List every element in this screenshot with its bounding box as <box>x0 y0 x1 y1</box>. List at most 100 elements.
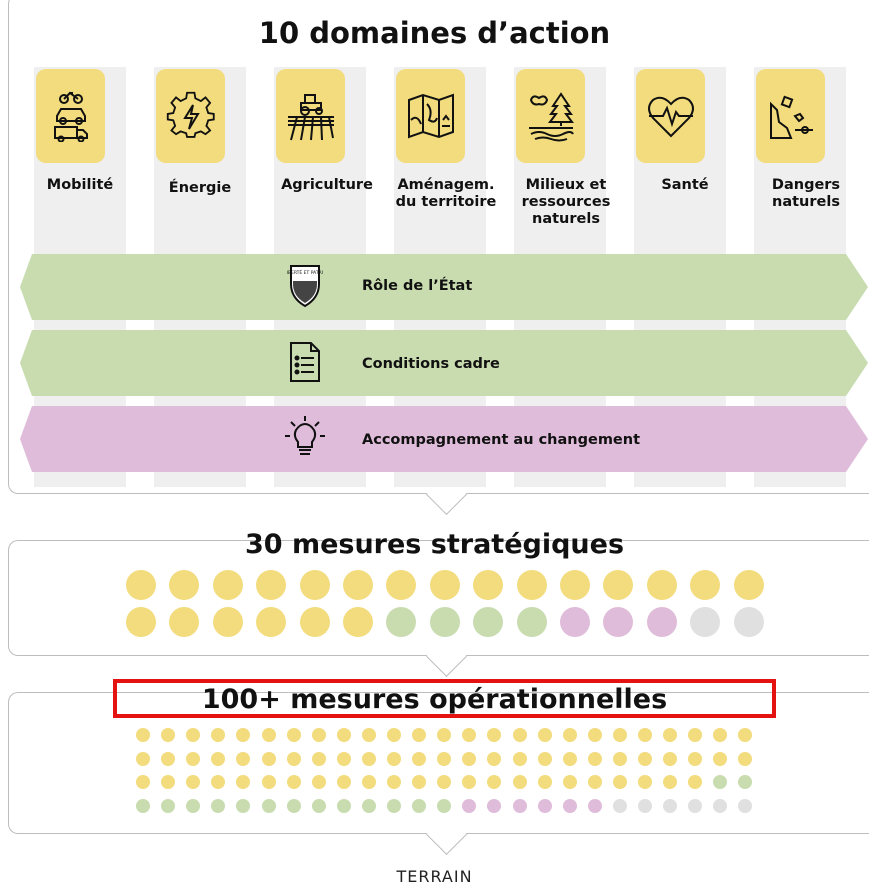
operational-measure-dot-green <box>412 798 427 813</box>
operational-measure-dot-green <box>387 798 401 813</box>
operational-measure-dot-yellow <box>462 751 477 766</box>
operational-measure-dot-yellow <box>713 751 728 766</box>
operational-measure-dot-yellow <box>512 775 527 789</box>
strategic-measure-dot-green <box>516 607 547 637</box>
operational-measure-dot-yellow <box>387 728 401 742</box>
operational-measure-dot-yellow <box>286 751 301 766</box>
operational-measure-dot-yellow <box>512 751 527 766</box>
band-role-etat <box>20 254 868 320</box>
operational-measure-dot-yellow <box>336 728 351 742</box>
operational-measure-dot-pink <box>537 798 552 813</box>
map-icon <box>396 69 465 163</box>
operational-measure-dot-yellow <box>587 775 602 789</box>
operational-measure-dot-green <box>713 775 728 789</box>
operational-measure-dot-yellow <box>311 751 326 766</box>
strategic-measure-dot-yellow <box>299 570 330 600</box>
strategic-measure-dot-yellow <box>212 570 243 600</box>
strategic-measure-dot-yellow <box>733 570 764 600</box>
domain-label: Aménagem. du territoire <box>395 177 497 210</box>
operational-measure-dot-yellow <box>161 728 176 742</box>
document-list-icon <box>287 340 323 384</box>
mobility-icon <box>36 69 105 163</box>
operational-measure-dot-yellow <box>336 775 351 789</box>
band-label: Conditions cadre <box>362 356 500 372</box>
domain-label: Mobilité <box>46 177 114 193</box>
strategic-measure-dot-yellow <box>646 570 677 600</box>
operational-measure-dot-grey <box>738 798 753 813</box>
operational-measure-dot-yellow <box>211 728 226 742</box>
strategic-measure-dot-yellow <box>299 607 330 637</box>
operational-measure-dot-yellow <box>412 728 427 742</box>
operational-measure-dot-pink <box>462 798 477 813</box>
domains-title: 10 domaines d’action <box>258 16 611 50</box>
operational-measure-dot-yellow <box>562 728 577 742</box>
operational-measure-dot-grey <box>638 798 652 813</box>
strategic-measure-dot-yellow <box>560 570 590 600</box>
operational-measure-dot-yellow <box>537 728 552 742</box>
operational-measure-dot-yellow <box>211 775 226 789</box>
operational-measure-dot-yellow <box>136 728 150 742</box>
operational-measure-dot-green <box>211 798 226 813</box>
operational-measure-dot-pink <box>587 798 602 813</box>
operational-measure-dot-green <box>437 798 452 813</box>
operational-measure-dot-grey <box>713 798 728 813</box>
operational-measure-dot-pink <box>562 798 577 813</box>
operational-measure-dot-yellow <box>387 751 401 766</box>
operational-measure-dot-yellow <box>663 775 678 789</box>
operational-measure-dot-yellow <box>186 728 201 742</box>
strategic-measure-dot-pink <box>560 607 590 637</box>
operational-measure-dot-green <box>236 798 251 813</box>
operational-measure-dot-yellow <box>562 751 577 766</box>
operational-measure-dot-yellow <box>236 751 251 766</box>
operational-measure-dot-yellow <box>487 728 502 742</box>
domain-label: Milieux et ressources naturels <box>521 177 611 227</box>
band-label: Rôle de l’État <box>362 278 473 294</box>
operational-measure-dot-yellow <box>261 751 276 766</box>
operational-measure-dot-yellow <box>537 751 552 766</box>
operational-measure-dot-yellow <box>236 775 251 789</box>
operational-measure-dot-yellow <box>437 751 452 766</box>
operational-measure-dot-yellow <box>412 775 427 789</box>
operational-measure-dot-yellow <box>462 775 477 789</box>
operational-measure-dot-yellow <box>361 728 376 742</box>
operational-measure-dot-pink <box>512 798 527 813</box>
operational-measure-dot-yellow <box>688 728 703 742</box>
strategic-measure-dot-grey <box>690 607 721 637</box>
operational-measure-dot-yellow <box>738 728 753 742</box>
operational-measure-dot-yellow <box>587 728 602 742</box>
strategic-measure-dot-green <box>473 607 504 637</box>
band-conditions-cadre <box>20 330 868 396</box>
strategic-measure-dot-pink <box>603 607 634 637</box>
band-label: Accompagnement au changement <box>362 432 641 448</box>
strategic-measure-dot-yellow <box>256 607 287 637</box>
operational-measure-dot-yellow <box>738 751 753 766</box>
operational-measure-dot-yellow <box>612 775 627 789</box>
operational-measure-dot-yellow <box>663 751 678 766</box>
operational-measure-dot-yellow <box>512 728 527 742</box>
operational-measure-dot-yellow <box>311 728 326 742</box>
strategic-measure-dot-yellow <box>473 570 504 600</box>
energy-gear-icon <box>156 69 225 163</box>
domain-label: Dangers naturels <box>771 177 841 210</box>
operational-measure-dot-yellow <box>186 775 201 789</box>
domain-label: Énergie <box>168 180 232 196</box>
operational-measure-dot-grey <box>663 798 678 813</box>
operational-measure-dot-green <box>336 798 351 813</box>
svg-text:LIBERTÉ ET PATRIE: LIBERTÉ ET PATRIE <box>287 268 323 276</box>
strategic-measure-dot-yellow <box>169 570 200 600</box>
operational-measure-dot-yellow <box>361 751 376 766</box>
strategic-measure-dot-yellow <box>343 570 373 600</box>
operational-measure-dot-yellow <box>261 728 276 742</box>
operational-measure-dot-yellow <box>161 751 176 766</box>
operational-measure-dot-green <box>186 798 201 813</box>
operational-measure-dot-grey <box>612 798 627 813</box>
strategic-title: 30 mesures stratégiques <box>244 529 625 560</box>
operational-measure-dot-green <box>311 798 326 813</box>
strategic-measure-dot-yellow <box>169 607 200 637</box>
operational-measure-dot-green <box>738 775 753 789</box>
operational-measure-dot-green <box>286 798 301 813</box>
operational-measure-dot-yellow <box>612 751 627 766</box>
operational-measure-dot-green <box>136 798 150 813</box>
operational-measure-dot-yellow <box>663 728 678 742</box>
operational-measure-dot-yellow <box>387 775 401 789</box>
